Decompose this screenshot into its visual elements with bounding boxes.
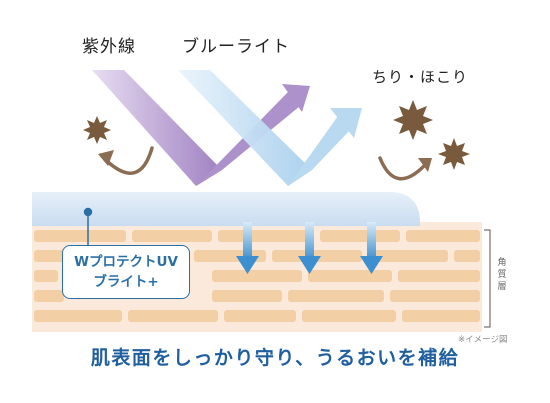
dust-particles bbox=[83, 100, 470, 170]
protective-film bbox=[32, 192, 420, 226]
moisture-arrows bbox=[236, 222, 383, 274]
deflect-arrows bbox=[106, 146, 426, 181]
product-badge: WプロテクトUV ブライト+ bbox=[62, 245, 190, 299]
badge-line-2: ブライト+ bbox=[93, 274, 159, 290]
image-note: ※イメージ図 bbox=[458, 335, 508, 345]
caption: 肌表面をしっかり守り、うるおいを補給 bbox=[90, 347, 460, 369]
dust-label: ちり・ほこり bbox=[372, 68, 469, 86]
uv-label: 紫外線 bbox=[82, 37, 136, 57]
stratum-bracket bbox=[484, 229, 491, 328]
badge-pointer bbox=[83, 207, 93, 246]
skin-layer bbox=[32, 222, 482, 332]
stratum-label: 角質層 bbox=[497, 258, 507, 292]
bluelight-ray bbox=[178, 70, 362, 186]
bluelight-label: ブルーライト bbox=[182, 37, 290, 57]
badge-line-1: WプロテクトUV bbox=[74, 254, 178, 270]
